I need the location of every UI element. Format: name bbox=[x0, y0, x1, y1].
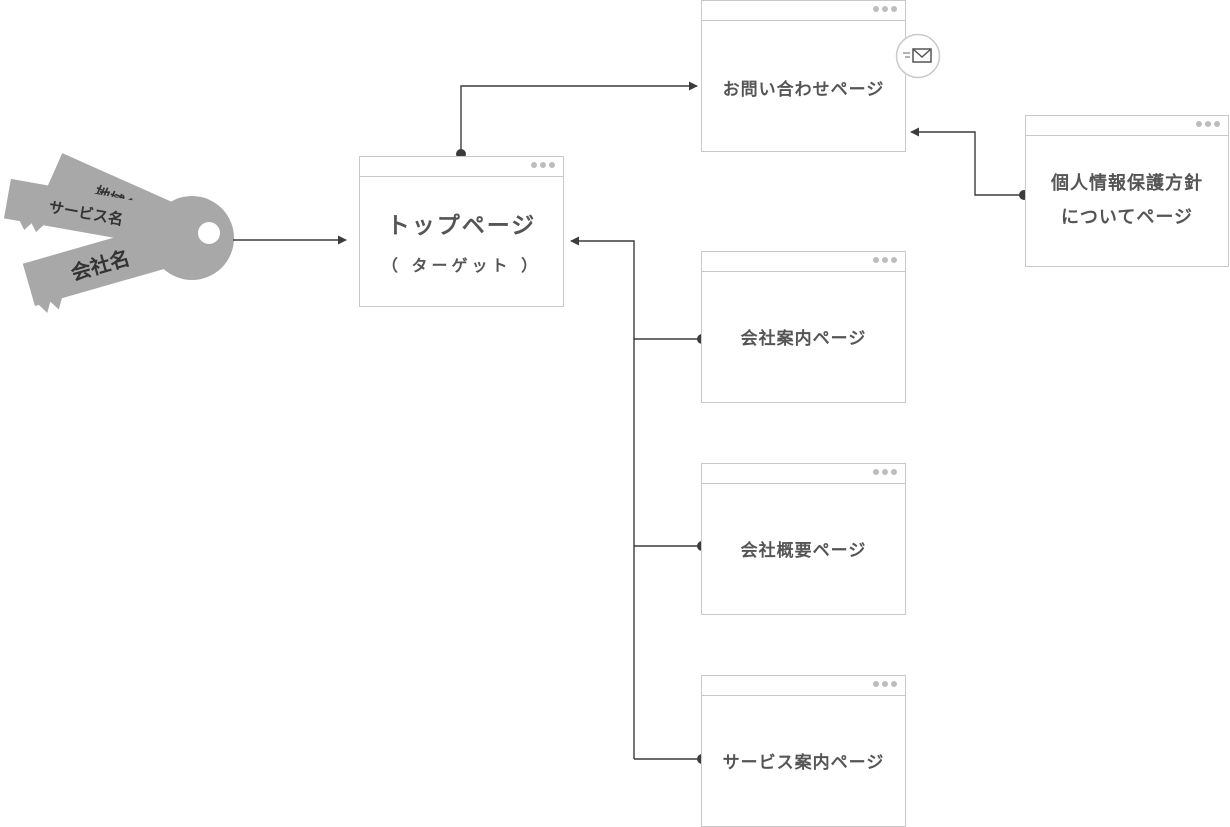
window-dots-icon bbox=[531, 162, 555, 168]
top-page-title: トップページ bbox=[387, 206, 537, 240]
top-page-subtitle: （ ターゲット ） bbox=[382, 252, 541, 276]
arrow-top-to-contact bbox=[461, 86, 697, 154]
window-dots-icon bbox=[873, 469, 897, 475]
company-intro-page-box: 会社案内ページ bbox=[701, 251, 906, 403]
window-dots-icon bbox=[1196, 121, 1220, 127]
privacy-page-title-line1: 個人情報保護方針 bbox=[1051, 167, 1203, 201]
company-overview-page-title: 会社概要ページ bbox=[741, 536, 867, 561]
window-dots-icon bbox=[873, 681, 897, 687]
privacy-page-title-line2: についてページ bbox=[1061, 201, 1193, 235]
trunk-to-top bbox=[571, 241, 634, 759]
window-dots-icon bbox=[873, 257, 897, 263]
company-intro-page-title: 会社案内ページ bbox=[741, 324, 867, 349]
service-intro-page-box: サービス案内ページ bbox=[701, 675, 906, 827]
arrow-privacy-to-contact bbox=[911, 132, 1024, 195]
key-icon: 地域名 サービス名 会社名 bbox=[3, 153, 234, 316]
privacy-page-box: 個人情報保護方針 についてページ bbox=[1025, 115, 1229, 267]
window-dots-icon bbox=[873, 6, 897, 12]
top-page-box: トップページ （ ターゲット ） bbox=[359, 156, 564, 307]
company-overview-page-box: 会社概要ページ bbox=[701, 463, 906, 615]
mail-icon bbox=[895, 33, 941, 79]
service-intro-page-title: サービス案内ページ bbox=[723, 748, 885, 773]
contact-page-title: お問い合わせページ bbox=[723, 75, 885, 100]
contact-page-box: お問い合わせページ bbox=[701, 0, 906, 152]
